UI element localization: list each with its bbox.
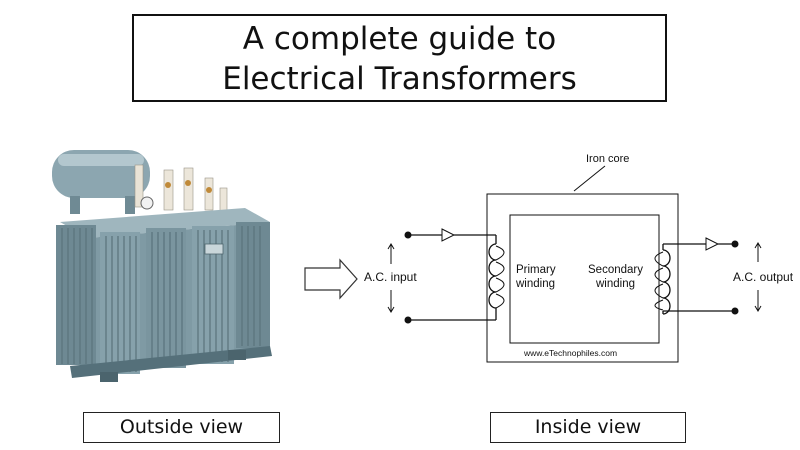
watermark-text: www.eTechnophiles.com (523, 348, 617, 358)
input-voltage-arrow (387, 243, 395, 313)
input-terminal-top (404, 231, 412, 239)
title-box: A complete guide to Electrical Transform… (132, 14, 667, 102)
output-voltage-arrow (754, 242, 762, 312)
primary-label-line2: winding (515, 278, 555, 290)
right-arrow-icon (304, 258, 358, 300)
iron-core-label: Iron core (586, 153, 629, 165)
input-terminal-bottom (404, 316, 412, 324)
transformer-image (52, 150, 272, 382)
primary-coil-turns (495, 245, 505, 309)
primary-circuit (408, 228, 505, 321)
output-terminal-bottom (731, 307, 739, 315)
secondary-circuit (654, 237, 735, 315)
primary-label-line1: Primary (516, 264, 556, 276)
secondary-label-line1: Secondary (588, 264, 643, 276)
secondary-coil-turns (654, 251, 664, 311)
conservator-support (70, 196, 80, 214)
conservator-highlight (58, 154, 144, 166)
nameplate (204, 243, 224, 255)
caption-outside-view: Outside view (83, 412, 280, 443)
tank-cover (60, 208, 270, 238)
iron-core-inner (509, 214, 660, 344)
iron-core-pointer (573, 165, 606, 192)
conservator-support-2 (125, 196, 135, 214)
secondary-label-line2: winding (595, 278, 635, 290)
ac-output-label: A.C. output (733, 270, 794, 284)
caption-inside-view: Inside view (490, 412, 686, 443)
bushings (134, 164, 228, 213)
iron-core-outer (486, 193, 679, 363)
tank-base (70, 346, 272, 378)
transformer-schematic (387, 165, 762, 363)
gauge-icon (140, 196, 154, 210)
output-terminal-top (731, 240, 739, 248)
radiator-fins (56, 222, 270, 374)
title-line-2: Electrical Transformers (222, 61, 577, 97)
title-line-1: A complete guide to (242, 21, 557, 57)
ac-input-label: A.C. input (364, 270, 417, 284)
